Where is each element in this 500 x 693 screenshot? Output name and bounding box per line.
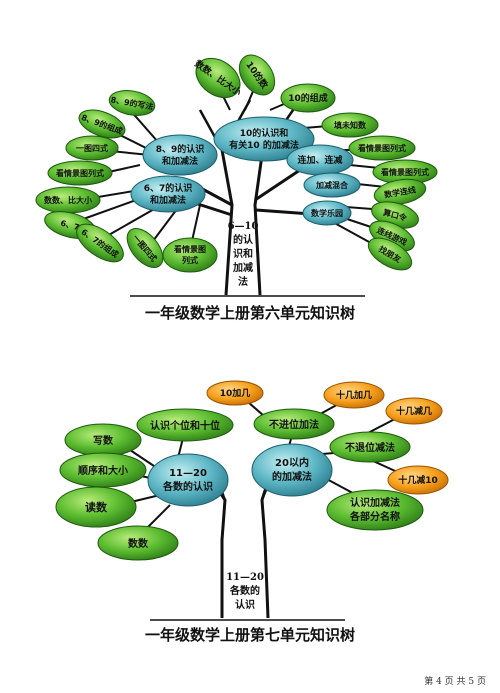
hub-label: 各数的认识	[162, 480, 213, 493]
hub-89: 8、9的认识 和加减法	[142, 134, 218, 176]
hub-consecutive: 连加、连减	[286, 144, 354, 176]
hub-label: 10的认识和	[240, 127, 289, 139]
hub-label: 有关10 的加减法	[229, 139, 299, 151]
leaf-teen-plus: 十几加几	[323, 381, 385, 409]
svg-text:法: 法	[238, 275, 248, 288]
leaf-place-value: 认识个位和十位	[136, 408, 234, 442]
leaf-count: 数数	[97, 525, 179, 561]
leaf-label: 各部分名称	[349, 510, 400, 523]
leaf-label: 10的组成	[288, 92, 328, 104]
leaf-top-10-count: 10的数	[238, 54, 276, 96]
leaf-label: 看情景图	[173, 244, 206, 254]
leaf-89-write: 8、9的写法	[108, 90, 156, 116]
leaf-right-4: 数学连线	[373, 178, 427, 206]
svg-text:6—10: 6—10	[228, 221, 259, 232]
hub-label: 数学乐园	[311, 208, 343, 218]
leaf-10-plus: 10加几	[206, 380, 264, 406]
hub-label: 20以内	[275, 456, 309, 469]
leaf-label: 填未知数	[334, 120, 367, 130]
leaf-label: 看情景图列式	[55, 168, 104, 178]
leaf-right-2: 看情景图列式	[348, 135, 416, 161]
page-footer: 第 4 页 共 5 页	[424, 677, 486, 687]
hub-mixed: 加减混合	[303, 172, 361, 198]
unit6-trunk-label: 6—10 的认 识和 加减 法	[228, 221, 259, 288]
leaf-no-borrow: 不退位减法	[329, 431, 411, 463]
leaf-left-7: 看情景图 列式	[162, 237, 218, 273]
leaf-label: 列式	[182, 255, 198, 265]
hub-label: 和加减法	[149, 194, 186, 206]
leaf-label: 不退位减法	[345, 441, 395, 454]
leaf-label: 顺序和大小	[78, 464, 128, 477]
hub-label: 连加、连减	[297, 154, 342, 166]
svg-text:各数的: 各数的	[229, 584, 260, 597]
leaf-label: 不进位加法	[269, 418, 319, 431]
hub-label: 6、7的认识	[144, 182, 193, 194]
leaf-label: 十几减几	[396, 405, 432, 417]
unit6-knowledge-tree: 数数、比大小 10的数 10的组成 8、9的组成 8、9的写法 一图四式 看情景…	[35, 54, 438, 322]
unit7-knowledge-tree: 认识个位和十位 写数 顺序和大小 读数 数数 不进位加法 不退位减法	[55, 380, 449, 644]
leaf-left-3: 数数、比大小	[35, 186, 101, 214]
hub-67: 6、7的认识 和加减法	[130, 175, 206, 213]
leaf-label: 十几减10	[398, 474, 438, 486]
leaf-read: 读数	[55, 486, 137, 528]
leaf-label: 数数	[128, 537, 149, 550]
leaf-teen-minus: 十几减几	[385, 397, 443, 425]
unit7-title: 一年级数学上册第七单元知识树	[145, 626, 355, 644]
leaf-right-7: 找朋友	[367, 237, 413, 271]
unit6-title: 一年级数学上册第六单元知识树	[145, 304, 355, 322]
leaf-label: 十几加几	[336, 389, 372, 401]
hub-label: 和加减法	[161, 155, 198, 167]
leaf-label: 一图四式	[76, 143, 108, 153]
leaf-label: 10加几	[220, 387, 251, 399]
hub-label: 8、9的认识	[156, 143, 205, 155]
leaf-teen-minus-10: 十几减10	[387, 465, 449, 495]
leaf-label: 看情景图列式	[380, 167, 429, 177]
leaf-label: 读数	[85, 500, 108, 514]
hub-label: 11—20	[169, 468, 207, 479]
svg-text:11—20: 11—20	[226, 572, 264, 583]
leaf-order: 顺序和大小	[59, 452, 147, 488]
svg-text:认识: 认识	[235, 598, 255, 611]
svg-text:的认: 的认	[233, 233, 254, 246]
leaf-label: 写数	[93, 434, 114, 447]
leaf-top-compare: 数数、比大小	[192, 58, 243, 99]
leaf-parts-names: 认识加减法 各部分名称	[326, 489, 424, 531]
hub-10-add-sub: 10的认识和 有关10 的加减法	[213, 116, 315, 162]
leaf-left-1: 一图四式	[65, 135, 119, 161]
leaf-right-1: 填未知数	[321, 112, 379, 138]
hub-label: 的加减法	[272, 470, 312, 483]
leaf-left-2: 看情景图列式	[47, 160, 113, 186]
leaf-label: 认识加减法	[350, 496, 400, 509]
leaf-label: 看情景图列式	[357, 143, 406, 153]
svg-text:加减: 加减	[232, 261, 253, 274]
leaf-top-10-compose: 10的组成	[280, 83, 336, 113]
svg-text:识和: 识和	[233, 247, 253, 260]
hub-math-garden: 数学乐园	[302, 200, 352, 226]
leaf-label: 数数、比大小	[44, 195, 92, 205]
leaf-right-3: 看情景图列式	[372, 159, 438, 185]
leaf-label: 认识个位和十位	[150, 419, 220, 432]
hub-within-20: 20以内 的加减法	[251, 443, 333, 497]
hub-11-20-recognize: 11—20 各数的认识	[147, 453, 229, 507]
leaf-no-carry: 不进位加法	[253, 408, 335, 440]
leaf-write: 写数	[64, 423, 142, 457]
hub-label: 加减混合	[315, 180, 349, 190]
unit7-trunk-label: 11—20 各数的 认识	[226, 572, 264, 611]
